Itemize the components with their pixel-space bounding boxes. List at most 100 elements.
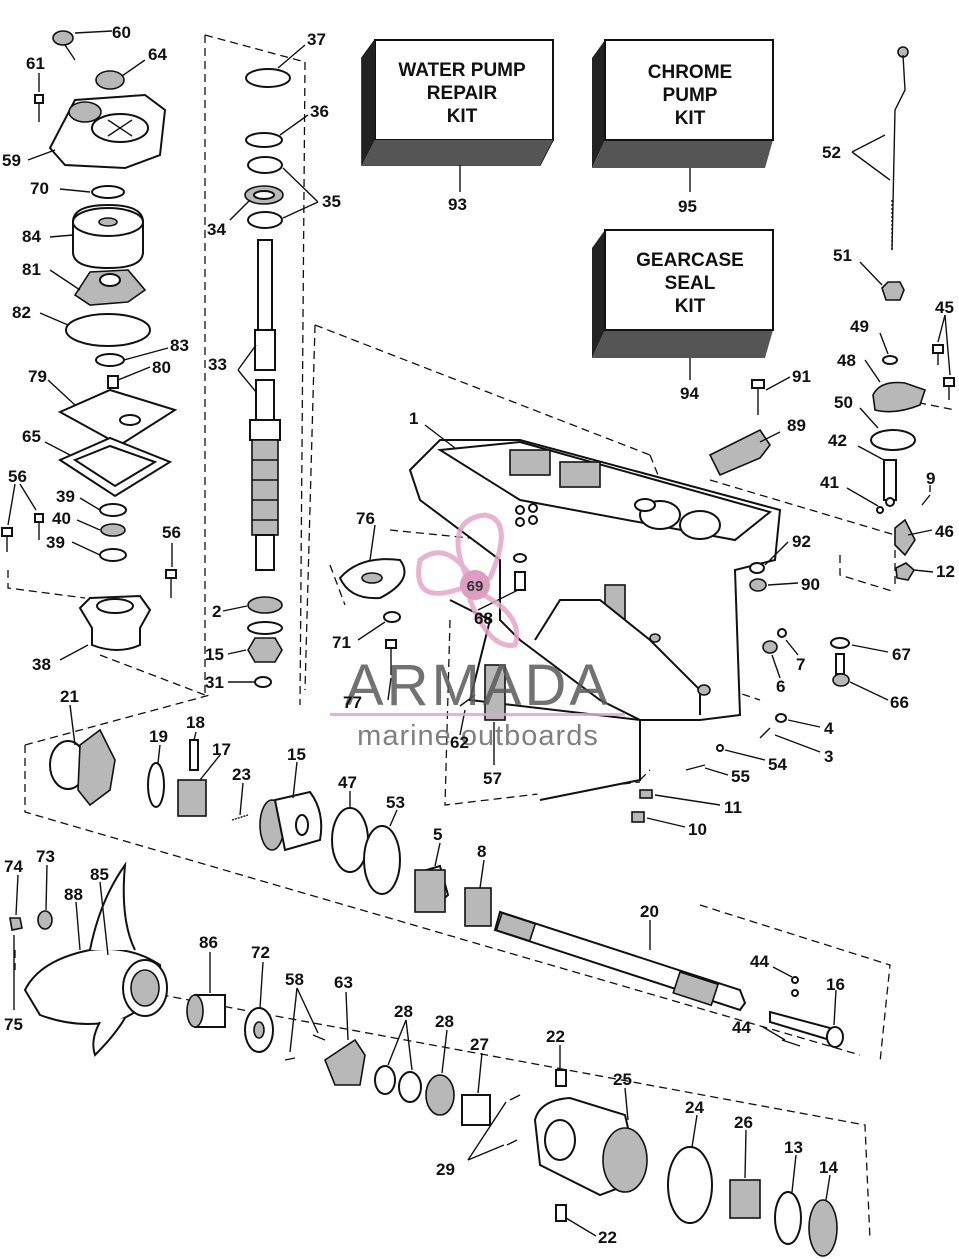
- callout-35: 35: [322, 192, 341, 211]
- callout-85: 85: [90, 865, 109, 884]
- callout-56a: 56: [8, 467, 27, 486]
- watermark-badge-number: 69: [467, 578, 484, 595]
- callout-72: 72: [251, 943, 270, 962]
- callout-25: 25: [613, 1070, 632, 1089]
- kit-water-pump-line1: WATER PUMP: [398, 60, 526, 81]
- callout-79: 79: [28, 367, 47, 386]
- kit-water-pump-number: 93: [448, 195, 467, 214]
- callout-9: 9: [926, 469, 935, 488]
- callout-8: 8: [477, 842, 486, 861]
- callout-46: 46: [935, 522, 954, 541]
- callout-18: 18: [186, 713, 205, 732]
- callout-64: 64: [148, 45, 167, 64]
- callout-11: 11: [724, 798, 742, 817]
- kit-water-pump-box: WATER PUMP REPAIR KIT 93: [361, 39, 554, 214]
- callout-50: 50: [834, 393, 853, 412]
- kit-gearcase-seal-line3: KIT: [675, 296, 706, 317]
- callout-42: 42: [828, 431, 847, 450]
- callout-13: 13: [784, 1138, 803, 1157]
- kit-chrome-pump-line1: CHROME: [648, 62, 732, 83]
- callout-28a: 28: [394, 1002, 413, 1021]
- watermark-badge: [460, 570, 490, 600]
- callout-67: 67: [892, 645, 911, 664]
- callout-55: 55: [731, 767, 750, 786]
- kit-gearcase-seal-line1: GEARCASE: [636, 250, 744, 271]
- callout-17: 17: [212, 740, 231, 759]
- shift-rod-assembly: [870, 46, 955, 581]
- gearcase-housing: [408, 439, 782, 801]
- callout-22b: 22: [598, 1228, 617, 1247]
- water-pump-stack: [1, 30, 178, 651]
- callout-57: 57: [483, 769, 502, 788]
- kit-chrome-pump-line3: KIT: [675, 108, 706, 129]
- anode: [708, 428, 771, 477]
- callout-63: 63: [334, 973, 353, 992]
- kit-gearcase-seal-line2: SEAL: [665, 273, 716, 294]
- callout-54: 54: [768, 755, 787, 774]
- callout-45: 45: [935, 298, 954, 317]
- callout-44b: 44: [732, 1018, 751, 1037]
- callout-52: 52: [822, 143, 841, 162]
- propshaft: [493, 910, 844, 1048]
- callout-58: 58: [285, 970, 304, 989]
- callout-88: 88: [64, 885, 83, 904]
- callout-51: 51: [833, 246, 852, 265]
- callout-28b: 28: [435, 1012, 454, 1031]
- callout-12: 12: [936, 562, 955, 581]
- callout-33: 33: [208, 355, 227, 374]
- callout-7: 7: [796, 655, 805, 674]
- callout-59: 59: [2, 151, 21, 170]
- callout-41: 41: [820, 473, 839, 492]
- leader-lines: [7, 30, 951, 1237]
- callout-73: 73: [36, 847, 55, 866]
- armada-watermark: 69 ARMADA marine outboards: [330, 512, 625, 752]
- driveshaft-column: [244, 68, 291, 688]
- callout-84: 84: [22, 227, 41, 246]
- callout-3: 3: [824, 747, 833, 766]
- callout-labels: 60 64 61 59 70 84 81 82 83 80 79 65 56 3…: [2, 23, 955, 1247]
- forward-gear-row: [49, 728, 492, 927]
- callout-21: 21: [60, 687, 79, 706]
- reverse-gear-row: [284, 1034, 838, 1257]
- callout-60: 60: [112, 23, 131, 42]
- callout-19: 19: [149, 727, 168, 746]
- callout-14: 14: [819, 1158, 838, 1177]
- callout-22a: 22: [546, 1027, 565, 1046]
- callout-74: 74: [4, 857, 23, 876]
- callout-37: 37: [307, 30, 326, 49]
- callout-23: 23: [232, 765, 251, 784]
- kit-chrome-pump-box: CHROME PUMP KIT 95: [592, 39, 774, 216]
- kit-chrome-pump-number: 95: [678, 197, 697, 216]
- watermark-tagline: marine outboards: [357, 720, 599, 752]
- callout-44a: 44: [750, 952, 769, 971]
- callout-39a: 39: [56, 487, 75, 506]
- callout-61: 61: [26, 54, 45, 73]
- callout-62: 62: [450, 733, 469, 752]
- callout-1: 1: [409, 409, 418, 428]
- callout-31: 31: [205, 673, 224, 692]
- kit-chrome-pump-line2: PUMP: [663, 85, 718, 106]
- callout-47: 47: [338, 773, 357, 792]
- watermark-brand: ARMADA: [345, 653, 611, 718]
- kit-water-pump-line3: KIT: [447, 106, 478, 127]
- callout-80: 80: [152, 358, 171, 377]
- callout-2: 2: [212, 602, 221, 621]
- callout-81: 81: [22, 260, 41, 279]
- callout-56b: 56: [162, 523, 181, 542]
- callout-77: 77: [343, 693, 362, 712]
- callout-38: 38: [32, 655, 51, 674]
- callout-6: 6: [776, 677, 785, 696]
- callout-10: 10: [688, 820, 707, 839]
- callout-65: 65: [22, 427, 41, 446]
- callout-16: 16: [826, 975, 845, 994]
- callout-4: 4: [824, 719, 834, 738]
- callout-82: 82: [12, 303, 31, 322]
- callout-20: 20: [640, 902, 659, 921]
- callout-70: 70: [30, 179, 49, 198]
- callout-24: 24: [685, 1098, 704, 1117]
- callout-15a: 15: [205, 645, 224, 664]
- callout-15b: 15: [287, 745, 306, 764]
- callout-34: 34: [207, 220, 226, 239]
- callout-26: 26: [734, 1113, 753, 1132]
